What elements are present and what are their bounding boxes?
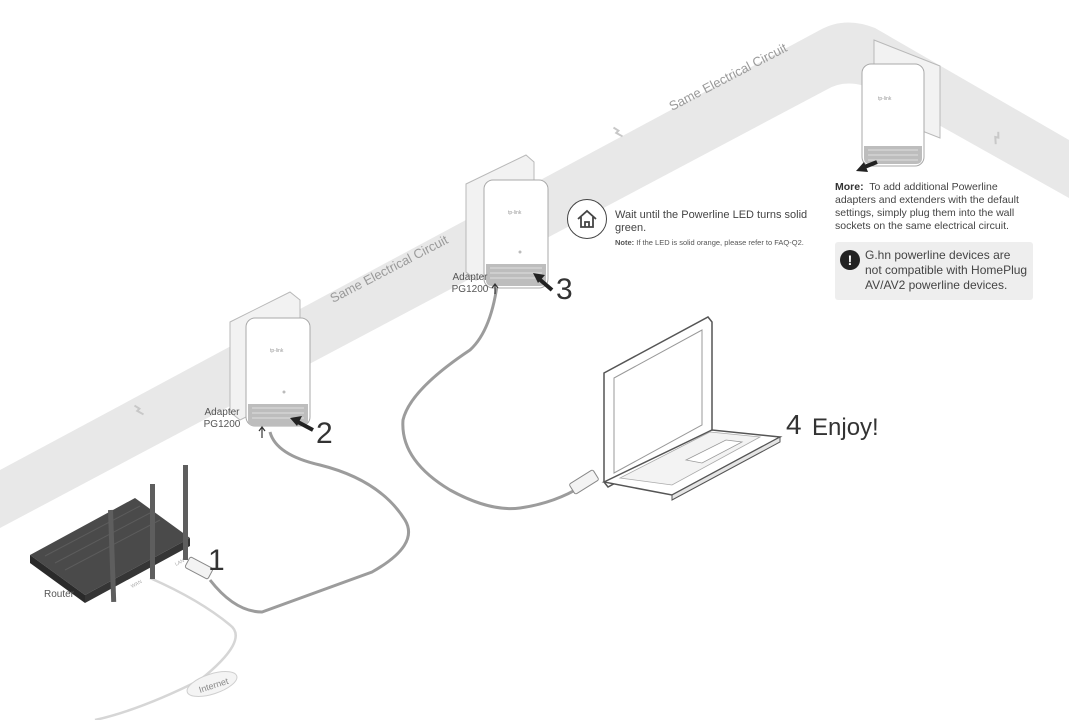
step-2-arrowhead [290,416,302,426]
svg-text:LAN: LAN [174,558,186,568]
led-note-label: Note: [615,238,635,247]
svg-text:WAN: WAN [130,579,143,590]
adapter-2-label: Adapter PG1200 [443,272,497,296]
compatibility-warning: ! G.hn powerline devices are not compati… [835,242,1033,300]
router: WAN LAN [30,465,190,603]
adapter-2-label-line2: PG1200 [451,284,489,295]
router-label: Router [44,589,75,600]
more-info: More: To add additional Powerline adapte… [835,181,1035,233]
step-3-number: 3 [556,273,573,306]
house-icon [567,199,607,239]
exclamation-icon: ! [840,250,860,270]
adapter-1-label-line1: Adapter [204,407,240,418]
ethernet-cable-adapter2-laptop [401,277,583,511]
adapter-2-label-line1: Adapter [452,272,488,283]
lightning-icon [994,131,1000,145]
ethernet-cable-router-adapter1 [208,431,411,614]
lightning-icon [612,126,623,138]
ethernet-plug-laptop [569,469,599,495]
lightning-icon [133,404,144,416]
adapter-1-label: Adapter PG1200 [195,407,249,431]
more-label: More: [835,181,864,193]
svg-text:tp-link: tp-link [270,348,284,354]
enjoy-text: Enjoy! [812,414,879,441]
step-2-arrow [295,419,314,432]
adapter-3: tp-link [861,39,941,167]
adapter-1-label-line2: PG1200 [203,419,241,430]
svg-text:tp-link: tp-link [508,210,522,216]
more-arrowhead [856,162,868,172]
adapter-2: tp-link [465,154,549,289]
internet-cable [94,576,237,720]
ethernet-plug-router [184,556,214,580]
step-1-number: 1 [208,544,225,577]
led-instruction: Wait until the Powerline LED turns solid… [615,209,808,234]
internet-cloud: Internet [186,671,238,697]
more-text: To add additional Powerline adapters and… [835,181,1019,232]
svg-text:tp-link: tp-link [878,96,892,102]
arrow-up-icon [491,283,499,294]
step-3-arrowhead [533,273,545,283]
led-note-text: If the LED is solid orange, please refer… [636,238,804,247]
step-2-number: 2 [316,417,333,450]
led-note: Note: If the LED is solid orange, please… [615,238,830,247]
laptop [601,316,783,501]
step-4-number: 4 [786,409,802,440]
adapter-1: tp-link [229,291,311,427]
arrow-up-icon [258,426,266,438]
warning-text: G.hn powerline devices are not compatibl… [865,248,1028,292]
